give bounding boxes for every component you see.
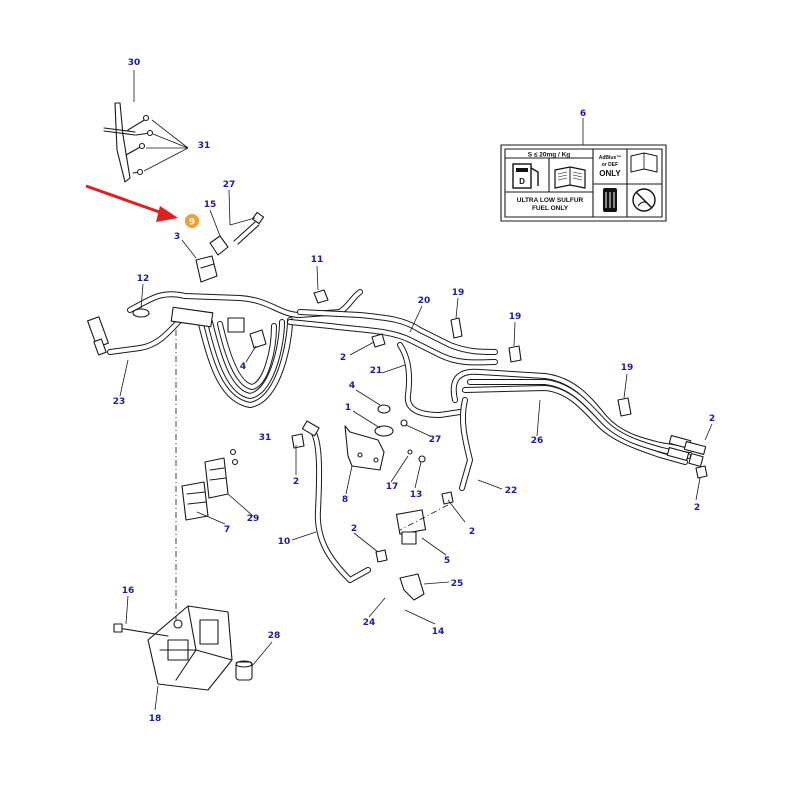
callout-2-b[interactable]: 2 [293,477,299,487]
callout-2-a[interactable]: 2 [340,353,346,363]
fuel-pump-icon: D [512,163,539,189]
clip-12 [132,308,150,318]
callout-31-b[interactable]: 31 [259,433,272,443]
callout-21[interactable]: 21 [370,366,383,376]
callout-8[interactable]: 8 [342,495,348,505]
callout-30[interactable]: 30 [128,58,141,68]
callout-1[interactable]: 1 [345,403,351,413]
bracket-8 [344,425,385,471]
callout-2-e[interactable]: 2 [351,524,357,534]
callout-18[interactable]: 18 [149,714,162,724]
callout-28[interactable]: 28 [268,631,281,641]
bolts-31-top [125,114,189,176]
callout-11[interactable]: 11 [311,255,324,265]
decal-sulfur-limit: S ≤ 20mg / Kg [528,152,571,159]
callout-31[interactable]: 31 [198,141,211,151]
clips-19 [450,317,632,417]
callout-26[interactable]: 26 [531,436,544,446]
callout-12[interactable]: 12 [137,274,150,284]
decal-adblue-1: AdBlue™ [599,155,622,161]
decal-label-6: S ≤ 20mg / Kg D ULTRA LOW SULFUR FUEL ON… [500,144,667,222]
callout-17[interactable]: 17 [386,482,399,492]
junction-block [170,306,267,349]
callout-13[interactable]: 13 [410,490,423,500]
centerline [399,504,449,531]
callout-19-a[interactable]: 19 [452,288,465,298]
filter-icon [603,188,617,212]
decal-adblue-2: or DEF [602,162,618,168]
bracket-25 [399,573,425,601]
callout-27-b[interactable]: 27 [429,435,442,445]
callout-19-b[interactable]: 19 [509,312,522,322]
hose-assembly-upper [107,289,498,491]
callout-6[interactable]: 6 [580,109,586,119]
svg-text:D: D [519,177,525,186]
callout-23[interactable]: 23 [113,397,126,407]
callout-14[interactable]: 14 [432,627,445,637]
decal-adblue-3: ONLY [599,169,621,178]
callout-15[interactable]: 15 [204,200,217,210]
callout-10[interactable]: 10 [278,537,291,547]
callout-4-a[interactable]: 4 [240,362,246,372]
callout-19-c[interactable]: 19 [621,363,634,373]
callout-9-text: 9 [189,218,195,228]
clip-2-a [371,333,386,348]
callout-numbers: 30 31 6 27 15 3 11 12 20 19 19 19 2 4 21… [113,58,715,724]
callout-29[interactable]: 29 [247,514,260,524]
callout-27[interactable]: 27 [223,180,236,190]
callout-24[interactable]: 24 [363,618,376,628]
highlight-arrow [85,184,178,222]
callout-3[interactable]: 3 [174,232,180,242]
callout-20[interactable]: 20 [418,296,431,306]
callout-5[interactable]: 5 [444,556,450,566]
callout-4-b[interactable]: 4 [349,381,355,391]
callout-2-f[interactable]: 2 [469,527,475,537]
leader-lines [119,70,713,711]
pump-module-18 [113,605,233,691]
sensor-connector-left [87,316,109,356]
clips-2-lower [291,433,708,563]
bolt-27-15 [195,211,265,283]
callout-22[interactable]: 22 [505,486,518,496]
no-spill-icon [632,188,656,212]
callout-9-highlight[interactable]: 9 [185,214,199,228]
callout-7[interactable]: 7 [224,525,230,535]
clip-11 [313,289,329,304]
manual-book-icon [554,166,586,189]
clamps-1-4 [374,404,426,463]
clamp-plates-29-7 [181,448,239,521]
manual-book-icon [630,152,658,173]
decal-fuel-line1: ULTRA LOW SULFUR [517,197,584,204]
decal-fuel-line2: FUEL ONLY [532,205,569,212]
callout-16[interactable]: 16 [122,586,135,596]
cap-28 [235,660,253,681]
hose-26-bundle [450,368,707,467]
valve-5 [395,509,427,545]
callout-25[interactable]: 25 [451,579,464,589]
callout-2-c[interactable]: 2 [709,414,715,424]
callout-2-d[interactable]: 2 [694,503,700,513]
hose-10 [301,420,371,583]
bracket-30 [103,102,136,183]
